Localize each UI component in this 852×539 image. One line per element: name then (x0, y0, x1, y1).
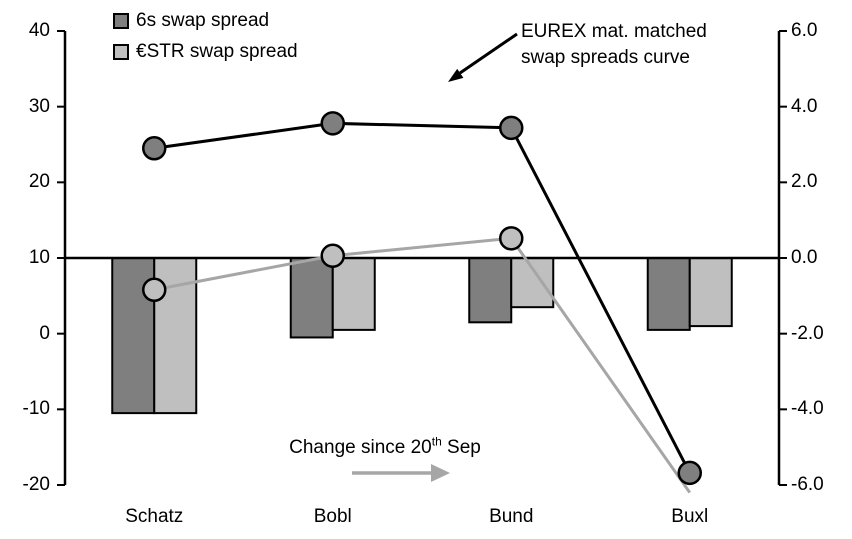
eurex-arrow (459, 32, 518, 75)
annotation-change-text: Change since 20 (289, 437, 432, 458)
legend-label-6s: 6s swap spread (136, 10, 270, 31)
right-axis-tick-label: 4.0 (791, 95, 818, 117)
left-axis-tick-label: 20 (28, 171, 50, 193)
right-axis-tick-label: 2.0 (791, 171, 818, 193)
annotation-eurex-line2: swap spreads curve (521, 47, 690, 68)
left-axis-tick-label: 0 (39, 322, 50, 344)
annotation-change-tail: Sep (441, 437, 481, 458)
x-axis-label-bund: Bund (489, 506, 534, 527)
left-axis-tick-label: 10 (28, 247, 50, 268)
eurex-arrowhead-icon (448, 68, 464, 82)
left-axis-tick-label: -20 (22, 474, 50, 495)
bar-6s-bobl (289, 257, 334, 339)
x-axis-label-bobl: Bobl (313, 506, 352, 527)
marker-estr-bund (499, 226, 524, 251)
annotation-eurex-curve: EUREX mat. matched swap spreads curve (521, 19, 707, 71)
line-6s (154, 121, 692, 474)
x-axis-label-buxl: Buxl (671, 506, 709, 527)
line-estr (153, 236, 691, 494)
legend-swatch-estr-icon (113, 44, 129, 60)
marker-6s-schatz (142, 136, 167, 161)
x-axis-label-schatz: Schatz (125, 506, 184, 527)
right-axis-tick-label: -4.0 (791, 398, 824, 420)
right-axis-tick-label: 6.0 (791, 20, 818, 41)
legend-label-estr: €STR swap spread (136, 41, 298, 62)
annotation-change-sup: th (431, 434, 442, 449)
right-axis-tick-label: -6.0 (791, 474, 824, 495)
marker-estr-schatz (142, 277, 167, 303)
left-axis-tick-label: -10 (22, 398, 50, 420)
annotation-eurex-line1: EUREX mat. matched (521, 21, 707, 42)
marker-estr-bobl (320, 243, 345, 268)
marker-6s-buxl (677, 460, 702, 486)
marker-6s-bobl (320, 111, 345, 136)
right-axis-tick-label: 0.0 (791, 247, 818, 268)
bar-estr-buxl (688, 257, 733, 328)
bar-estr-bund (510, 257, 555, 309)
legend-item-estr-swap-spread: €STR swap spread (113, 41, 298, 63)
right-axis-tick-label: -2.0 (791, 322, 824, 344)
bar-estr-bobl (331, 257, 376, 331)
marker-6s-bund (499, 115, 524, 141)
annotation-change-since: Change since 20th Sep (240, 434, 530, 459)
legend-swatch-6s-icon (113, 13, 129, 29)
legend-item-6s-swap-spread: 6s swap spread (113, 10, 269, 32)
change-arrowhead-icon (431, 464, 450, 482)
bar-6s-bund (468, 257, 513, 324)
bar-6s-buxl (646, 257, 691, 331)
left-axis-tick-label: 40 (28, 20, 50, 41)
left-axis-tick-label: 30 (28, 95, 50, 117)
